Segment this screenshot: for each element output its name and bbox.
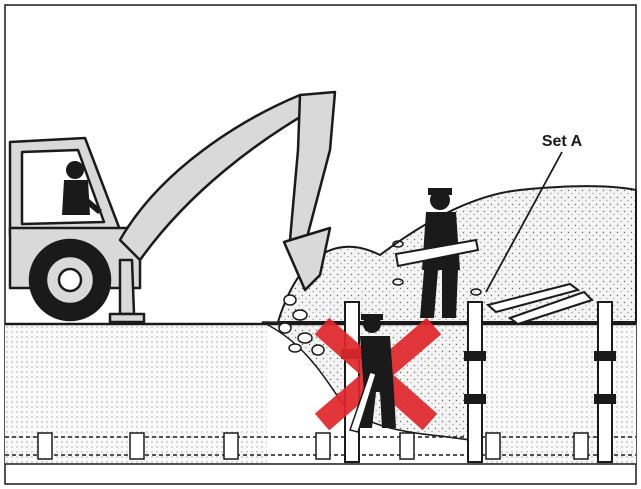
excavator-icon bbox=[10, 92, 335, 322]
shoring-post-set-a bbox=[465, 302, 485, 462]
callout-label: Set A bbox=[542, 133, 583, 150]
shoring-post-right bbox=[595, 302, 615, 462]
